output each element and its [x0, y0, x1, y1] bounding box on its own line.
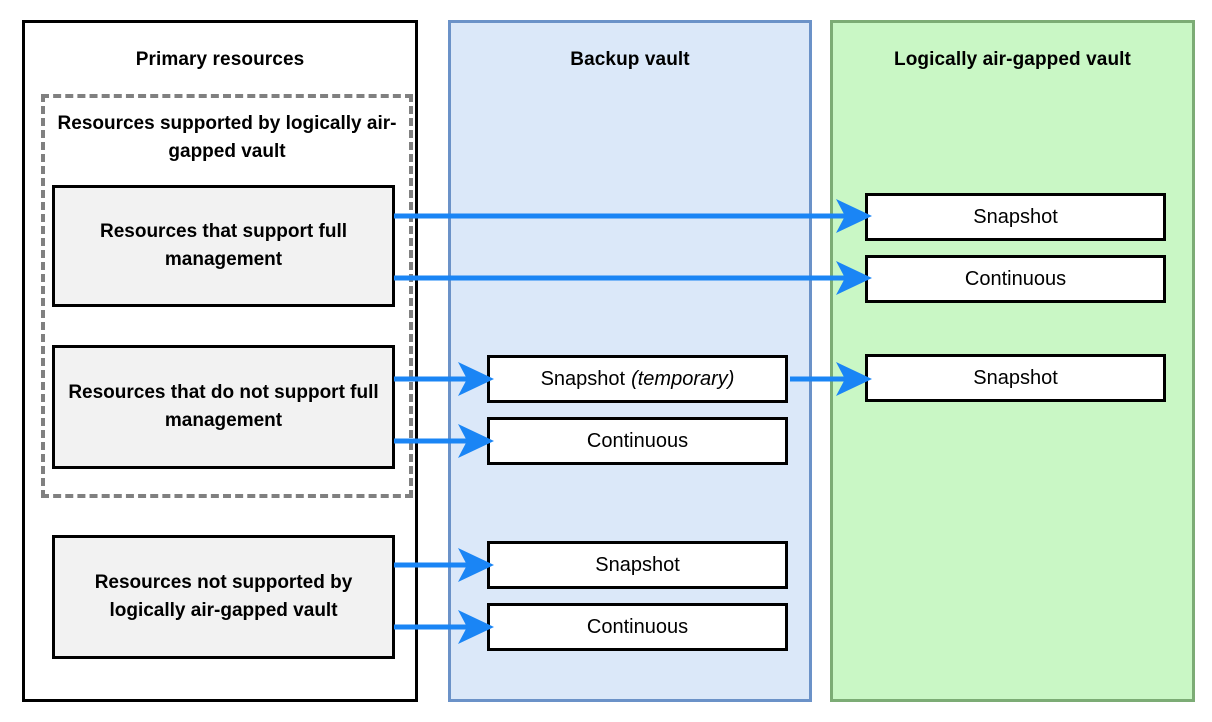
backup-box-continuous-2[interactable]: Continuous — [487, 603, 788, 651]
panel-title-logically-air-gapped-vault: Logically air-gapped vault — [894, 49, 1131, 70]
dashed-group-supported-resources — [41, 94, 413, 498]
panel-title-backup-vault: Backup vault — [570, 49, 690, 70]
dashed-group-label: Resources supported by logically air-gap… — [57, 113, 397, 162]
backup-box-snapshot-temporary-qualifier: (temporary) — [631, 367, 735, 390]
backup-box-snapshot-temporary-label: Snapshot — [540, 367, 626, 390]
backup-box-snapshot[interactable]: Snapshot — [487, 541, 788, 589]
resource-box-no-full-management[interactable]: Resources that do not support full manag… — [52, 345, 395, 469]
backup-box-snapshot-temporary[interactable]: Snapshot(temporary) — [487, 355, 788, 403]
lag-box-snapshot-2[interactable]: Snapshot — [865, 354, 1166, 402]
backup-box-continuous-1[interactable]: Continuous — [487, 417, 788, 465]
resource-box-full-management[interactable]: Resources that support full management — [52, 185, 395, 307]
lag-box-continuous[interactable]: Continuous — [865, 255, 1166, 303]
resource-box-not-supported[interactable]: Resources not supported by logically air… — [52, 535, 395, 659]
lag-box-snapshot-1[interactable]: Snapshot — [865, 193, 1166, 241]
panel-title-primary-resources: Primary resources — [135, 49, 305, 70]
